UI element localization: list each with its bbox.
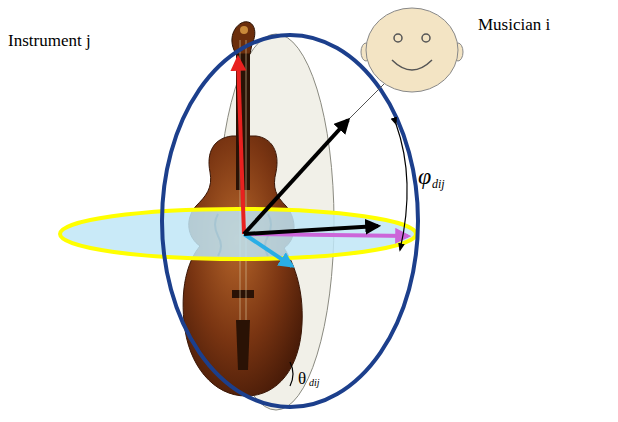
front-vector — [244, 234, 292, 266]
angle-subscript: dij — [432, 178, 445, 190]
musician-label: Musician i — [478, 16, 550, 33]
angle-symbol: θ — [298, 370, 306, 387]
direction-vector — [244, 120, 348, 234]
angle-subscript: dij — [309, 378, 320, 388]
up-vector — [238, 58, 244, 234]
azimuth-angle-arc — [290, 362, 293, 386]
sight-line — [350, 84, 384, 118]
horizontal-plane — [60, 209, 416, 259]
projection-vector — [244, 226, 378, 234]
musician-head — [361, 8, 463, 92]
instrument-label: Instrument j — [8, 32, 91, 49]
angle-symbol: φ — [418, 164, 431, 188]
elevation-angle-arc — [396, 124, 407, 250]
elevation-circle — [162, 35, 418, 407]
